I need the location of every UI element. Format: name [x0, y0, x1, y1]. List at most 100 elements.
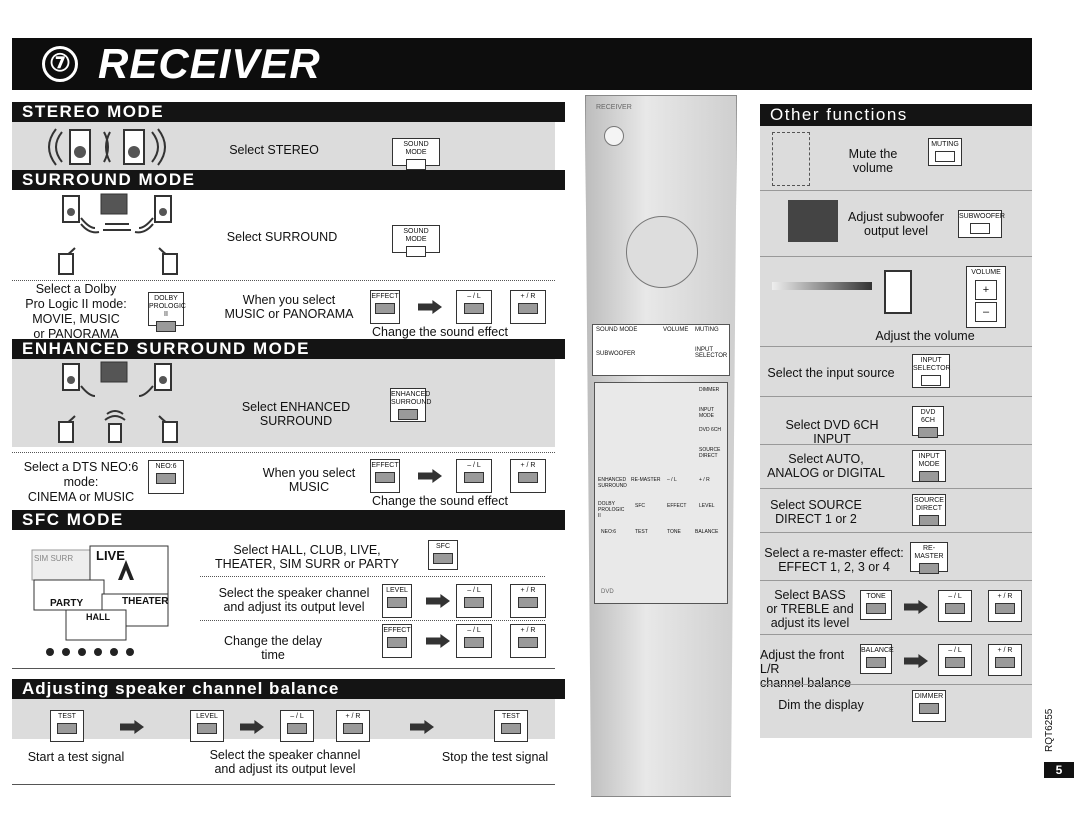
- minus-l-button-2[interactable]: – / L: [456, 459, 492, 493]
- minus-l-button-7[interactable]: – / L: [938, 644, 972, 676]
- row-divider-5: [760, 444, 1032, 445]
- source-direct-text: Select SOURCE DIRECT 1 or 2: [770, 498, 862, 526]
- dimmer-button[interactable]: DIMMER: [912, 690, 946, 722]
- row-divider-4: [760, 396, 1032, 397]
- remote-highlight-upper: SOUND MODE SUBWOOFER VOLUME MUTING INPUT…: [592, 324, 730, 376]
- input-selector-button[interactable]: INPUT SELECTOR: [912, 354, 951, 388]
- remote-level: LEVEL: [699, 503, 715, 509]
- dolby-line-2: Pro Logic II mode:: [25, 297, 127, 311]
- tone-label: TONE: [866, 593, 886, 600]
- remote-dolby: DOLBY PROLOGIC II: [598, 501, 625, 519]
- effect-label: EFFECT: [371, 293, 399, 300]
- plus-r-button-7[interactable]: + / R: [988, 644, 1022, 676]
- effect-button-3[interactable]: EFFECT: [382, 624, 412, 658]
- row-divider: [760, 190, 1032, 191]
- test-button-2[interactable]: TEST: [494, 710, 528, 742]
- effect-button[interactable]: EFFECT: [370, 290, 400, 324]
- enhanced-surround-header: ENHANCED SURROUND MODE: [12, 339, 565, 359]
- stereo-shade: [12, 122, 555, 170]
- plus-label: + / R: [520, 293, 536, 300]
- stop-test-caption: Stop the test signal: [441, 750, 549, 764]
- plus-label-5: + / R: [345, 713, 361, 720]
- test-label: TEST: [58, 713, 76, 720]
- surround-speakers-icon: [55, 192, 185, 277]
- sound-mode-button[interactable]: SOUND MODE: [392, 138, 440, 170]
- minus-l-button-5[interactable]: – / L: [280, 710, 314, 742]
- remote-test: TEST: [635, 529, 648, 535]
- remote-remaster: RE-MASTER: [631, 477, 661, 483]
- select-surround-text: Select SURROUND: [226, 230, 338, 244]
- dimmer-label: DIMMER: [914, 693, 944, 700]
- input-mode-text: Select AUTO, ANALOG or DIGITAL: [767, 452, 885, 480]
- input-mode-label: INPUT MODE: [918, 453, 940, 468]
- minus-label-4: – / L: [467, 627, 481, 634]
- plus-label-2: + / R: [520, 462, 536, 469]
- simsurr-label: SIM SURR: [34, 554, 74, 563]
- sound-mode-button-2[interactable]: SOUND MODE: [392, 225, 440, 257]
- remote-source-direct: SOURCE DIRECT: [699, 447, 721, 459]
- subwoofer-text: Adjust subwoofer output level: [848, 210, 944, 238]
- sfc-button[interactable]: SFC: [428, 540, 458, 570]
- row-divider-9: [760, 634, 1032, 635]
- balance-bottom-rule: [12, 784, 555, 785]
- remote-power-key: [604, 126, 624, 146]
- remote-dvd: DVD: [601, 589, 614, 595]
- plus-r-button-2[interactable]: + / R: [510, 459, 546, 493]
- minus-l-button-6[interactable]: – / L: [938, 590, 972, 622]
- enhanced-surround-button[interactable]: ENHANCED SURROUND: [390, 388, 431, 422]
- row-divider-3: [760, 346, 1032, 347]
- dolby-prologic-button[interactable]: DOLBY PROLOGIC II: [148, 292, 186, 332]
- volume-label: VOLUME: [971, 269, 1001, 276]
- minus-l-button-4[interactable]: – / L: [456, 624, 492, 658]
- subwoofer-button[interactable]: SUBWOOFER: [958, 210, 1005, 238]
- minus-l-button[interactable]: – / L: [456, 290, 492, 324]
- muting-button[interactable]: MUTING: [928, 138, 962, 166]
- row-divider-8: [760, 580, 1032, 581]
- sound-mode-label-2: SOUND MODE: [403, 228, 429, 243]
- muting-label: MUTING: [931, 141, 959, 148]
- volume-button[interactable]: VOLUME + –: [966, 266, 1006, 328]
- dolby-label: DOLBY PROLOGIC II: [149, 295, 186, 318]
- tone-button[interactable]: TONE: [860, 590, 892, 620]
- dolby-line-3: MOVIE, MUSIC: [32, 312, 120, 326]
- remaster-button[interactable]: RE-MASTER: [910, 542, 948, 574]
- tone-text: Select BASS or TREBLE and adjust its lev…: [766, 588, 854, 630]
- test-button[interactable]: TEST: [50, 710, 84, 742]
- remote-highlight-lower: DIMMER INPUT MODE DVD 6CH SOURCE DIRECT …: [594, 382, 728, 604]
- plus-r-button-6[interactable]: + / R: [988, 590, 1022, 622]
- plus-r-button-5[interactable]: + / R: [336, 710, 370, 742]
- remote-minus: – / L: [667, 477, 677, 483]
- remote-control-illustration: RECEIVER SOUND MODE SUBWOOFER VOLUME MUT…: [585, 95, 737, 797]
- effect-button-2[interactable]: EFFECT: [370, 459, 400, 493]
- row-divider-6: [760, 488, 1032, 489]
- balance-button[interactable]: BALANCE: [860, 644, 894, 674]
- remote-sfc: SFC: [635, 503, 645, 509]
- plus-r-button[interactable]: + / R: [510, 290, 546, 324]
- dvd6ch-button[interactable]: DVD 6CH: [912, 406, 944, 438]
- balance-text: Adjust the front L/R channel balance: [760, 648, 852, 690]
- arrow-right-icon-5: [120, 720, 144, 734]
- remote-plus: + / R: [699, 477, 710, 483]
- remote-subwoofer: SUBWOOFER: [596, 351, 636, 357]
- remote-dvd6ch: DVD 6CH: [699, 427, 721, 433]
- neo6-button[interactable]: NEO:6: [148, 460, 184, 494]
- level-button-2[interactable]: LEVEL: [190, 710, 224, 742]
- dimmer-text: Dim the display: [778, 698, 864, 712]
- sfc-scenes-illustration: SIM SURR LIVE PARTY THEATER HALL: [30, 540, 170, 658]
- remote-input-mode: INPUT MODE: [699, 407, 714, 419]
- remote-enhanced: ENHANCED SURROUND: [598, 477, 627, 489]
- volume-plus-key: +: [975, 280, 997, 300]
- source-direct-button[interactable]: SOURCE DIRECT: [912, 494, 946, 526]
- minus-l-button-3[interactable]: – / L: [456, 584, 492, 618]
- plus-label-7: + / R: [997, 647, 1013, 654]
- input-mode-button[interactable]: INPUT MODE: [912, 450, 946, 482]
- speaker-mute-icon: [772, 132, 810, 186]
- row-divider-2: [760, 256, 1032, 257]
- level-button[interactable]: LEVEL: [382, 584, 412, 618]
- divider-3: [200, 576, 545, 577]
- plus-label-3: + / R: [520, 587, 536, 594]
- party-label: PARTY: [50, 598, 84, 609]
- plus-r-button-4[interactable]: + / R: [510, 624, 546, 658]
- plus-r-button-3[interactable]: + / R: [510, 584, 546, 618]
- sfc-speaker-channel-text: Select the speaker channel and adjust it…: [218, 586, 370, 614]
